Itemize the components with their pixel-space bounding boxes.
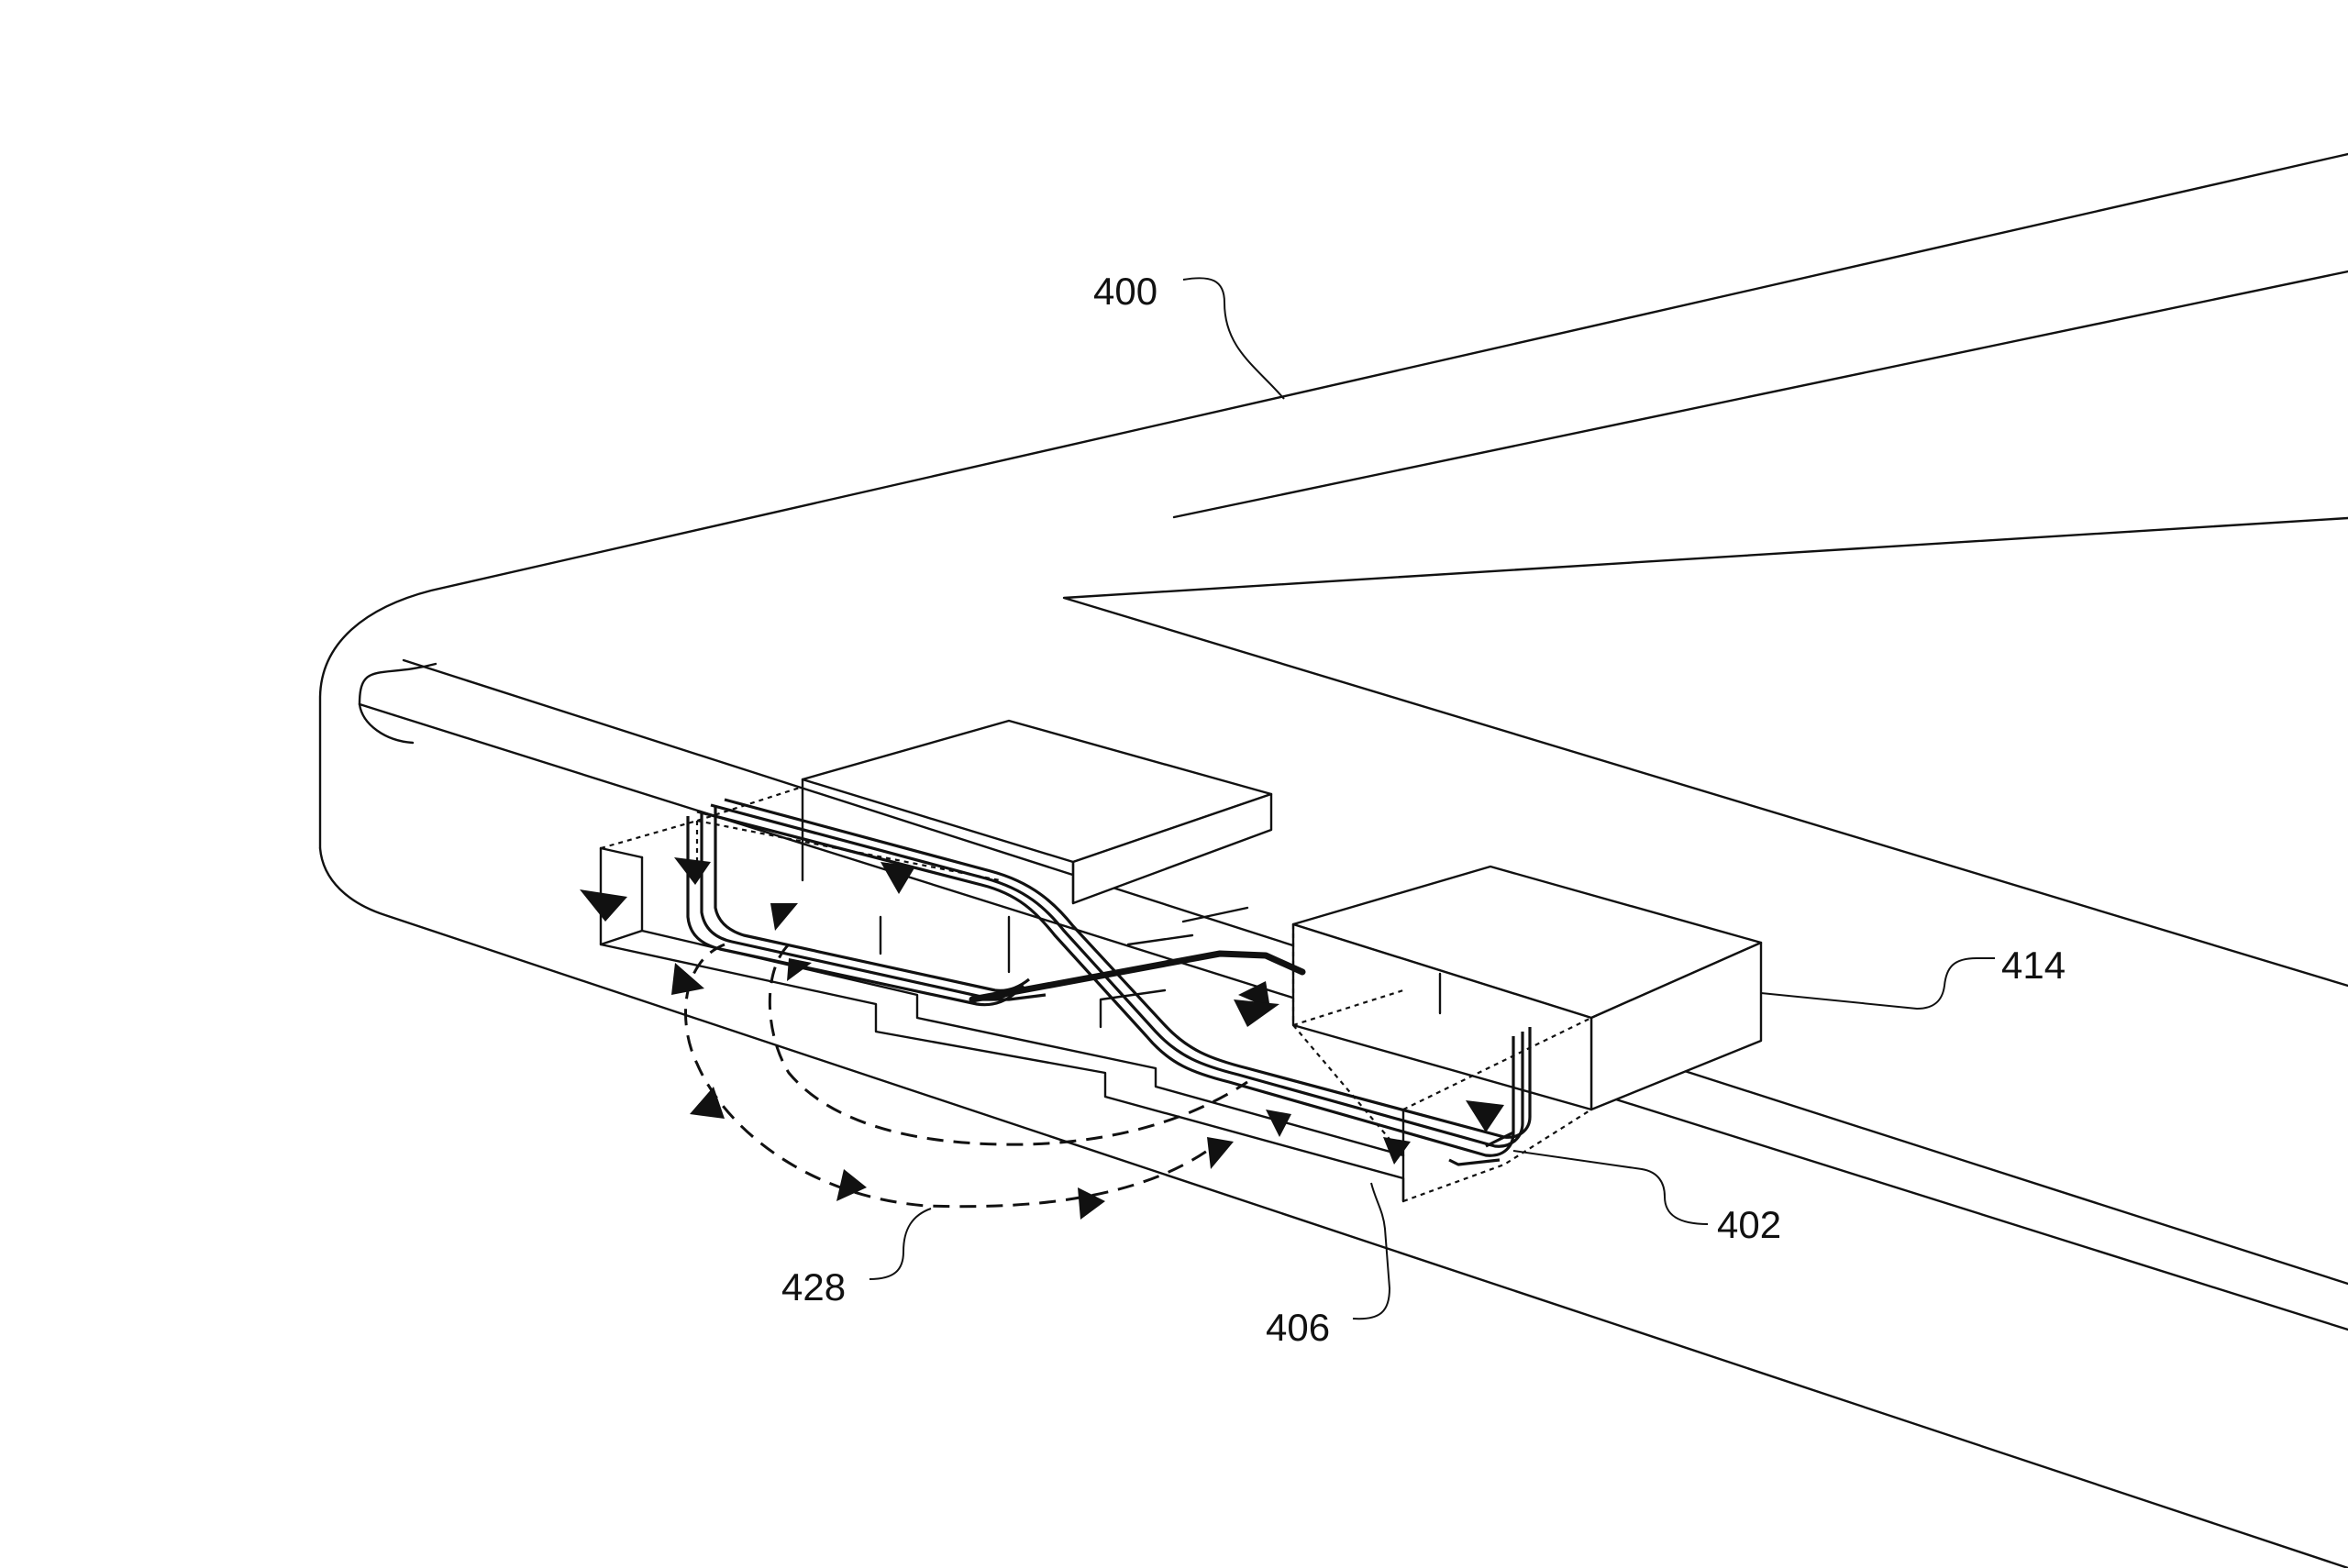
coil-402	[686, 798, 1532, 1166]
reference-label-402: 402	[1512, 1150, 1781, 1246]
stepped-bracket-406	[599, 846, 1405, 1203]
label-400: 400	[1093, 270, 1157, 313]
field-loops-428	[684, 943, 1248, 1209]
device-housing	[318, 152, 2348, 1568]
label-406: 406	[1266, 1306, 1330, 1349]
magnet-block-rear	[801, 719, 1273, 905]
reference-label-428: 428	[781, 1208, 932, 1309]
label-428: 428	[781, 1265, 846, 1309]
reference-label-400: 400	[1093, 270, 1285, 400]
reference-label-406: 406	[1266, 1182, 1391, 1349]
label-414: 414	[2001, 944, 2066, 987]
reference-label-414: 414	[1760, 944, 2066, 1010]
current-arrows	[580, 857, 1504, 1220]
hidden-lines	[600, 785, 1592, 1203]
label-402: 402	[1717, 1203, 1781, 1246]
